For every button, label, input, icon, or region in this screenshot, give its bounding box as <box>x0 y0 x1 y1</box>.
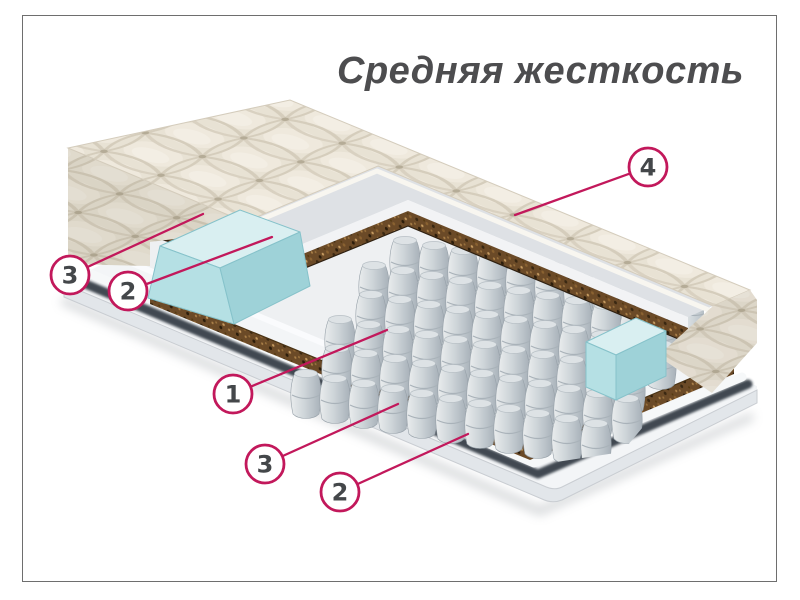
callout-line-2-bot <box>338 432 470 494</box>
callout-circle-4: 4 <box>627 146 669 188</box>
quilted-foot-face <box>658 290 757 393</box>
right-foam-block <box>585 317 667 401</box>
callout-circle-1: 1 <box>212 373 254 415</box>
quilted-side-face <box>68 148 245 266</box>
left-foam-block <box>147 209 311 325</box>
callout-line-4 <box>513 165 650 217</box>
tray-shadow-band <box>71 275 753 479</box>
callout-number: 3 <box>257 451 274 479</box>
callout-badges: 3 2 4 1 3 2 <box>49 146 669 513</box>
callout-circle-2-bottom: 2 <box>319 471 361 513</box>
callout-line-2-top <box>126 235 274 293</box>
callout-lines <box>68 165 650 494</box>
callout-number: 1 <box>225 381 242 409</box>
callout-number: 4 <box>640 154 657 182</box>
callout-line-3-top <box>68 212 205 277</box>
diagram-title: Средняя жесткость <box>337 50 744 92</box>
callout-circle-2-top: 2 <box>107 270 149 312</box>
callout-line-3-bot <box>263 402 400 466</box>
callout-number: 2 <box>332 479 349 507</box>
callout-number: 3 <box>62 262 79 290</box>
callout-number: 2 <box>120 278 137 306</box>
callout-circle-3-bottom: 3 <box>244 443 286 485</box>
callout-circle-3-top: 3 <box>49 254 91 296</box>
callout-line-1 <box>231 328 389 396</box>
